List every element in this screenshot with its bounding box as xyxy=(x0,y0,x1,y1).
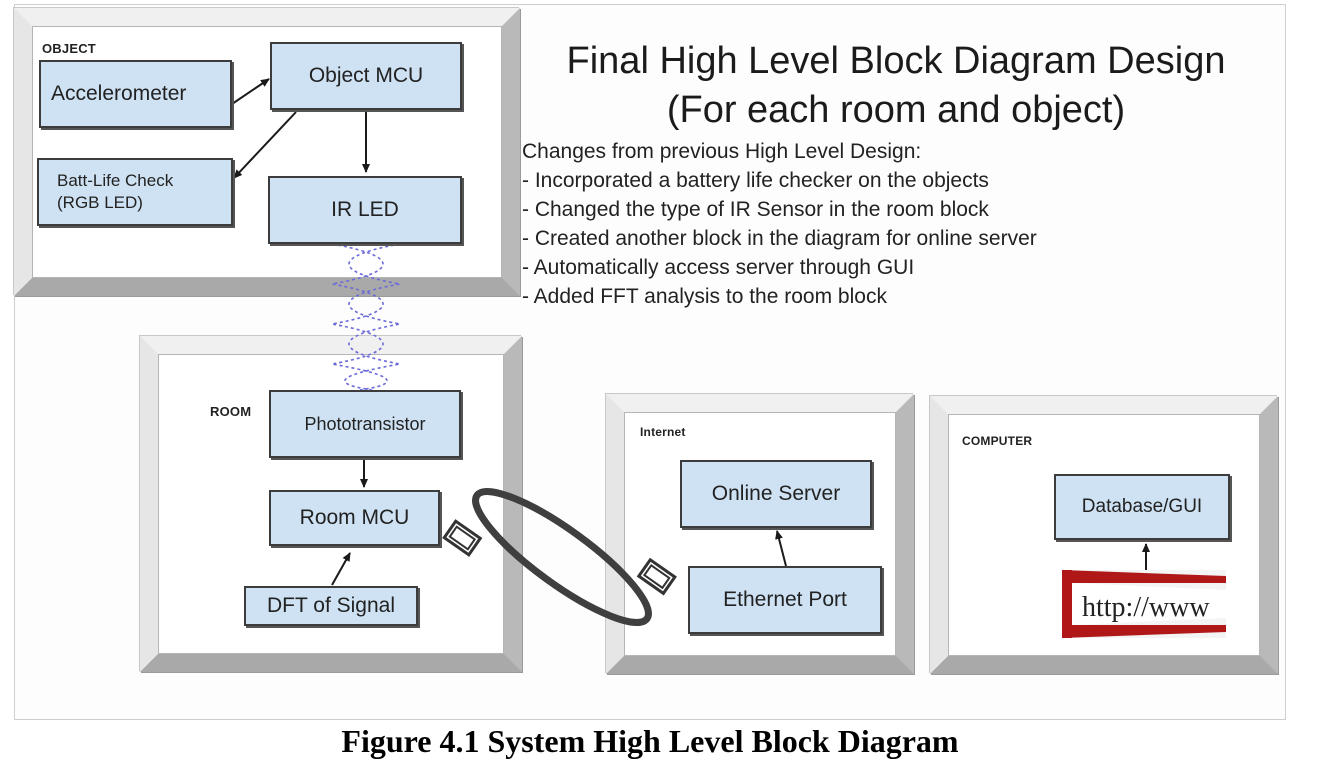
object-mcu-block: Object MCU xyxy=(270,42,462,110)
phototransistor-block: Phototransistor xyxy=(269,390,461,458)
mcu-to-batt-arrow xyxy=(233,111,297,179)
figure-caption: Figure 4.1 System High Level Block Diagr… xyxy=(341,723,959,759)
http-logo-icon: http://www xyxy=(1062,570,1226,638)
ethernet-port-label: Ethernet Port xyxy=(723,588,847,611)
object-group xyxy=(14,8,520,296)
ethernet-cable xyxy=(442,488,677,626)
online-server-label: Online Server xyxy=(711,482,841,505)
room-group-label: ROOM xyxy=(210,404,252,419)
object-group-label: OBJECT xyxy=(42,41,96,56)
accelerometer-block: Accelerometer xyxy=(39,60,232,128)
batt-life-check-label: Batt-Life Check xyxy=(57,171,174,190)
room-mcu-block: Room MCU xyxy=(269,490,440,546)
dft-of-signal-block: DFT of Signal xyxy=(244,586,418,626)
change-item: - Automatically access server through GU… xyxy=(522,256,915,279)
accel-to-mcu-arrow xyxy=(231,78,270,105)
object-mcu-label: Object MCU xyxy=(308,64,424,87)
change-item: - Created another block in the diagram f… xyxy=(522,227,1037,250)
ethernet-to-server-arrow xyxy=(775,530,787,567)
internet-group-label: Internet xyxy=(640,425,686,439)
phototransistor-label: Phototransistor xyxy=(304,413,426,434)
ir-signal-wave xyxy=(331,243,401,391)
ir-led-block: IR LED xyxy=(268,176,462,244)
dft-of-signal-label: DFT of Signal xyxy=(267,594,395,617)
batt-life-check-sublabel: (RGB LED) xyxy=(57,193,143,212)
change-item: - Changed the type of IR Sensor in the r… xyxy=(522,198,989,221)
batt-life-check-block: Batt-Life Check (RGB LED) xyxy=(37,158,233,226)
change-item: - Added FFT analysis to the room block xyxy=(522,285,887,308)
dft-to-roommcu-arrow xyxy=(331,552,351,586)
changes-heading: Changes from previous High Level Design: xyxy=(522,140,922,163)
diagram-title: Final High Level Block Diagram Design xyxy=(566,40,1226,82)
online-server-block: Online Server xyxy=(680,460,872,528)
http-logo-text: http://www xyxy=(1082,592,1210,623)
ethernet-port-block: Ethernet Port xyxy=(688,566,882,634)
ir-led-label: IR LED xyxy=(331,198,399,221)
room-mcu-label: Room MCU xyxy=(299,506,410,529)
accelerometer-label: Accelerometer xyxy=(51,82,187,105)
change-item: - Incorporated a battery life checker on… xyxy=(522,169,989,192)
computer-group-label: COMPUTER xyxy=(962,434,1033,448)
diagram-subtitle: (For each room and object) xyxy=(666,89,1126,131)
database-gui-block: Database/GUI xyxy=(1054,474,1230,540)
database-gui-label: Database/GUI xyxy=(1081,496,1203,517)
